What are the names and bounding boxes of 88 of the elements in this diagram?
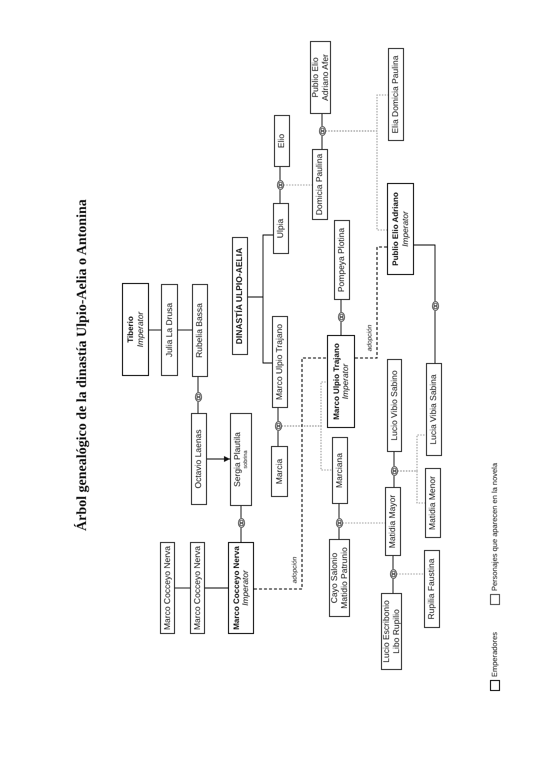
person-box [425,468,441,538]
arrow [206,456,230,462]
person-box [271,446,288,497]
person-name: Lucio Vibio Sabino [390,370,400,441]
connector-line [392,578,394,594]
dotted-line [325,130,388,230]
wedding-rings-icon [274,421,282,431]
person-name: Julia La Drusa [164,302,174,358]
person-box [191,413,207,505]
wedding-rings-icon [276,180,284,190]
emperor-name: Tiberio [126,316,136,343]
person-name: Elio [277,134,287,148]
person-name: Ulpia [276,218,286,238]
person-box [388,48,404,141]
person-box [329,539,350,617]
person-name: Cayo Salonio Matidio Patrunio [330,546,349,611]
connector-line [248,296,272,364]
dynasty-heading: DINASTÍA ULPIO-AELIA [235,248,245,344]
wedding-rings-icon [238,518,244,528]
imperial-title: Imperator [341,364,350,400]
person-box [273,203,289,254]
person-box [161,284,178,376]
title: Árbol genealógico de la dinastía Ulpio-Aelia o Antonina [74,199,91,531]
imperial-title: Imperator [136,312,145,348]
person-box [160,542,175,634]
person-box [424,550,440,628]
connector-line [340,322,342,336]
connector-line [414,244,436,302]
dotted-line [342,522,386,524]
connector-line [240,528,242,542]
wedding-rings-icon [432,301,438,311]
connector-line [340,300,342,312]
person-box [190,542,205,634]
emperor-box [122,283,149,376]
emperor-box [228,542,254,634]
dashed-line [254,357,327,590]
person-name: Lucio Escribonio Libo Rupilio [382,599,401,665]
person-name: Rubelia Bassa [195,303,205,358]
person-box [272,316,288,408]
person-name: Matidia Mayor [388,494,398,548]
person-name: Sergia Plautila [233,432,242,487]
person-box [334,220,350,300]
person-name: Publio Elio Adriano Afer [311,53,330,103]
connector-line [240,506,242,518]
person-box [332,437,348,504]
wedding-rings-icon [194,392,202,402]
person-name: Marco Cocceyo Nerva [162,546,172,630]
person-box [230,413,252,506]
dynasty-box [232,237,248,355]
person-name: Pompeya Plotina [337,228,347,292]
person-name: Lucia Vibia Sabina [429,374,439,445]
wedding-rings-icon [390,466,398,476]
dotted-line [397,470,426,504]
emperor-box [387,183,414,275]
wedding-rings-icon [336,518,342,528]
wedding-rings-icon [318,126,326,136]
wedding-rings-icon [338,312,344,322]
person-box [426,363,442,456]
emperor-box [327,335,355,428]
person-box [387,359,402,452]
connector-line [338,528,340,540]
person-box [192,284,208,377]
connector-line [434,310,436,364]
person-name: Marciana [335,453,345,488]
connector-line [392,556,394,570]
imperial-title: Imperator [400,211,410,247]
person-box [310,41,331,114]
connector-line [338,504,340,518]
emperor-name: Marco Cocceyo Nerva [232,546,241,630]
person-name: Domicia Paulina [315,154,325,216]
emperor-name: Marco Ulpio Trajano [332,343,341,420]
emperor-name: Publio Elio Adriano [391,192,400,266]
person-name: Marco Cocceyo Nerva [192,546,202,630]
dashed-line [355,246,387,359]
person-box [312,149,328,220]
wedding-rings-icon [390,569,396,579]
person-box [381,593,402,670]
person-name: Marcia [274,458,284,484]
dotted-line [283,184,312,186]
person-box [385,487,401,556]
person-name: Marco Ulpio Trajano [275,324,285,400]
person-name: Matidia Menor [428,476,438,530]
person-name: Elia Domicia Paulina [391,56,401,134]
imperial-title: Imperator [241,570,250,606]
person-name: Rupilia Faustina [427,558,437,620]
person-box [274,115,290,167]
person-name: Octavio Laenas [194,429,204,489]
dotted-line [281,426,332,470]
